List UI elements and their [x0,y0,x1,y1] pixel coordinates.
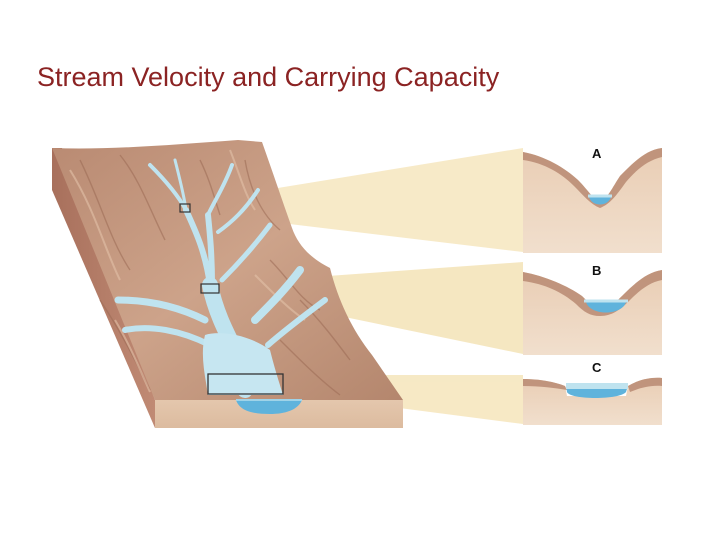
cross-section-a-label: A [592,146,602,161]
terrain-side-face [52,148,155,428]
main-channel [202,333,283,395]
location-box-c [207,373,284,395]
cross-section-c-ground [523,377,662,425]
terrain-top-surface [52,140,403,400]
cross-section-c-label: C [592,360,602,375]
cross-section-b-label: B [592,263,601,278]
slide-title: Stream Velocity and Carrying Capacity [37,62,500,92]
channel-front-cut [236,400,302,414]
terrain-front-face [155,400,403,428]
location-box-b [200,283,220,294]
cross-section-a: A [523,146,662,253]
terrain-block [52,140,403,428]
cross-section-b-water [586,302,626,313]
cross-section-c: C [523,360,662,425]
cross-section-a-water [589,197,611,205]
location-box-a [179,203,191,213]
cross-section-b: B [523,263,662,355]
projection-beam-a [180,148,523,252]
